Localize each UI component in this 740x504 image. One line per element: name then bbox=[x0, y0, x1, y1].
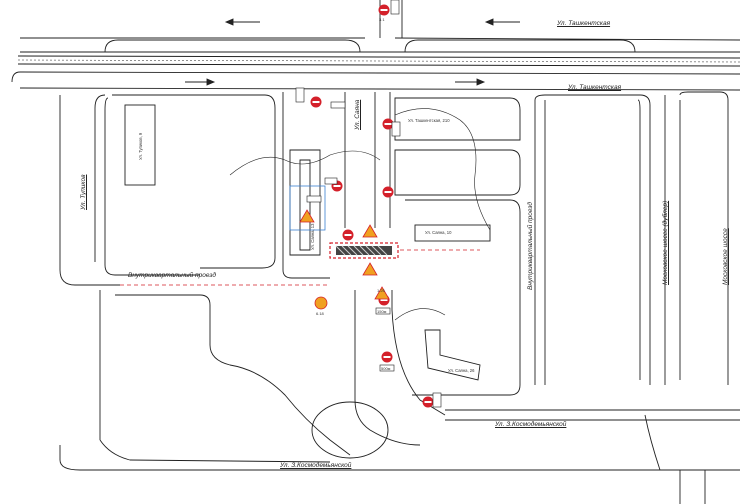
street-label-moscow: Московское шоссе bbox=[722, 228, 729, 285]
street-label-moscow-dubler: Московское шоссе (дублер) bbox=[662, 200, 669, 285]
traffic-arrows bbox=[185, 18, 520, 86]
no-entry-sign-5 bbox=[382, 186, 394, 198]
detour-sign bbox=[314, 296, 328, 310]
street-label-tupikova: Ул. Тупиков bbox=[80, 174, 87, 210]
no-entry-sign-9 bbox=[422, 396, 434, 408]
road-works-sign-4 bbox=[374, 286, 390, 300]
road-works-signs bbox=[299, 209, 390, 300]
street-label-tashkentskaya-top: Ул. Ташкентская bbox=[557, 20, 611, 27]
roundabout-island bbox=[311, 401, 389, 459]
sign-code-no-entry: 3.1 bbox=[379, 17, 385, 22]
road-works-sign-2 bbox=[362, 224, 378, 238]
no-entry-sign-2 bbox=[310, 96, 322, 108]
street-label-kosmodemyanskoi-right: Ул. З.Космодемьянской bbox=[495, 421, 567, 428]
no-entry-sign-3 bbox=[382, 118, 394, 130]
street-label-tashkentskaya-mid: Ул. Ташкентская bbox=[568, 84, 622, 91]
no-entry-sign-1 bbox=[378, 4, 390, 16]
building-label-sayana-10: Ул. Саяна, 10 bbox=[425, 230, 452, 235]
building-sayana-26 bbox=[424, 329, 481, 381]
building-label-sayana-13: Ул. Саяна, 13 bbox=[310, 223, 315, 250]
no-entry-sign-8 bbox=[381, 351, 393, 363]
building-label-tupikova-9: Ул. Тупиков, 9 bbox=[138, 132, 143, 160]
road-inner-pass-right bbox=[405, 91, 729, 396]
road-sayana bbox=[282, 92, 446, 446]
sign-code-detour: 6.18 bbox=[316, 311, 324, 316]
road-tashkentskaya-mid bbox=[11, 71, 740, 91]
plate-distance: 150м bbox=[377, 309, 387, 314]
building-label-tashkentskaya-210: Ул. Ташкентская, 210 bbox=[408, 118, 450, 123]
railway bbox=[17, 55, 740, 67]
detour-lines bbox=[120, 249, 480, 286]
road-works-sign-1 bbox=[299, 209, 315, 223]
no-entry-signs bbox=[310, 4, 434, 408]
building-label-sayana-26: Ул. Саяна, 26 bbox=[448, 368, 475, 373]
road-kosmodemyanskoi bbox=[59, 290, 740, 504]
block-tashkentskaya-210 bbox=[394, 97, 521, 242]
street-label-inner-pass-left: Внутриквартальный проезд bbox=[128, 272, 216, 279]
plate-top: 500м bbox=[381, 366, 391, 371]
block-tupikova bbox=[112, 94, 276, 269]
street-label-kosmodemyanskoi-bottom: Ул. З.Космодемьянской bbox=[280, 462, 352, 469]
road-works-sign-3 bbox=[362, 262, 378, 276]
work-zone-sign-box bbox=[289, 185, 326, 231]
street-label-sayana: Ул. Саяна bbox=[354, 99, 361, 130]
no-entry-sign-6 bbox=[342, 229, 354, 241]
street-label-inner-pass-right: Внутриквартальный проезд bbox=[527, 202, 534, 290]
road-tupikova bbox=[59, 94, 200, 286]
sign-code-road-works: 1.25 bbox=[377, 288, 385, 293]
work-zone bbox=[329, 242, 399, 259]
boundary-lines bbox=[229, 108, 491, 321]
distance-plates bbox=[295, 0, 442, 408]
block-sayana-10 bbox=[289, 149, 321, 256]
